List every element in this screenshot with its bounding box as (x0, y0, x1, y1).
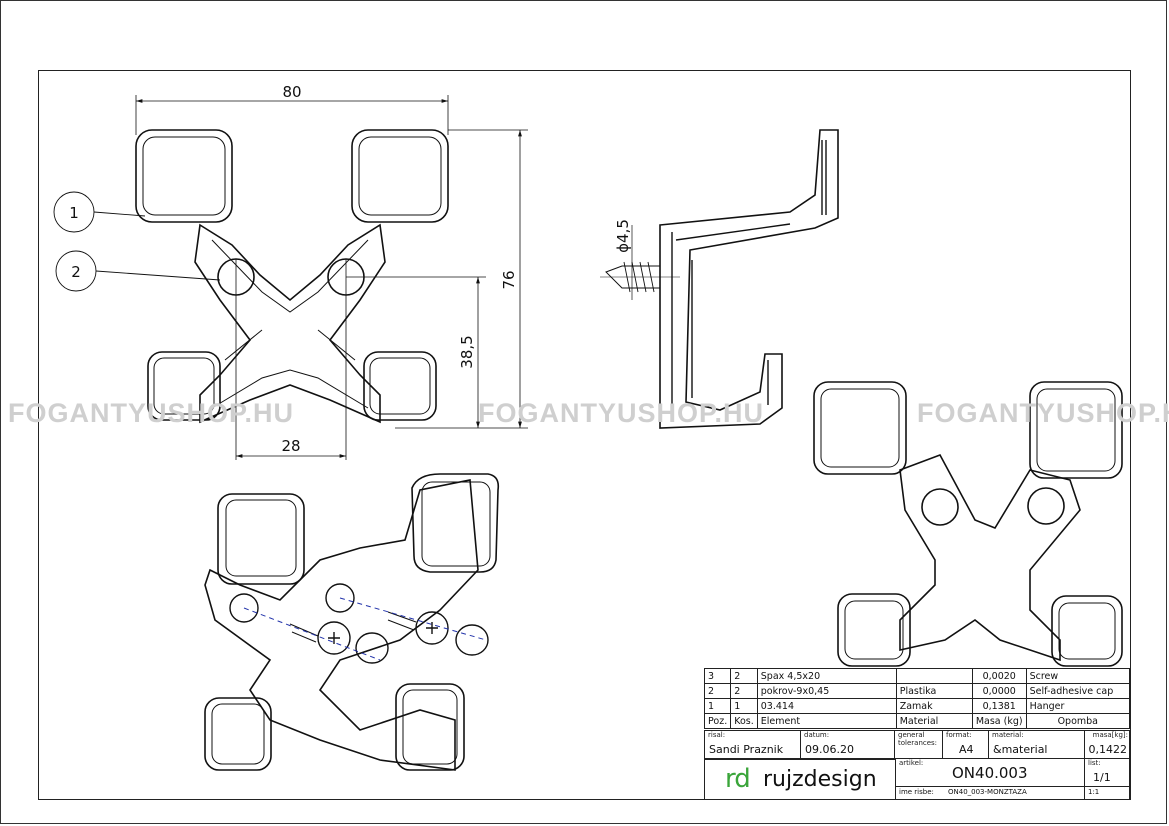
bom-row: 3 2 Spax 4,5x20 0,0020 Screw (703, 668, 1131, 684)
watermark-right: FOGANTYUSHOP.HU (917, 398, 1169, 428)
dimension-80 (135, 95, 449, 135)
material-cell: material: &material (989, 731, 1085, 759)
bom-element: 03.414 (756, 698, 897, 714)
masa-label: masa[kg]: (1092, 731, 1128, 739)
bom-note: Self-adhesive cap (1025, 683, 1131, 699)
isometric-exploded-view (204, 473, 500, 771)
bom-header-mass: Masa (kg) (971, 713, 1027, 729)
dimension-76 (395, 129, 528, 429)
datum-label: datum: (804, 731, 830, 739)
ime-label: ime risbe: (899, 788, 934, 796)
watermark-center: FOGANTYUSHOP.HU (478, 398, 765, 428)
bom-element: pokrov-9x0,45 (756, 683, 897, 699)
bill-of-materials: 3 2 Spax 4,5x20 0,0020 Screw 2 2 pokrov-… (703, 668, 1131, 729)
format-cell: format: A4 (943, 731, 989, 759)
list-value: 1/1 (1093, 771, 1111, 784)
balloon-1-label: 1 (69, 204, 79, 222)
bom-header-row: Poz. Kos. Element Material Masa (kg) Opo… (703, 713, 1131, 729)
material-label: material: (992, 731, 1024, 739)
logo-mark: rd (725, 764, 751, 794)
bom-material: Plastika (895, 683, 973, 699)
artikel-cell: artikel: ON40.003 (895, 759, 1085, 787)
watermark-left: FOGANTYUSHOP.HU (8, 398, 295, 428)
ime-value: ON40_003-MONZTAZA (948, 788, 1027, 796)
scale-value: 1:1 (1088, 788, 1100, 796)
bom-qty: 2 (730, 668, 758, 684)
bom-mass: 0,0020 (971, 668, 1027, 684)
dimension-80-label: 80 (282, 83, 301, 101)
dimension-28-label: 28 (281, 437, 300, 455)
bom-header-pos: Poz. (703, 713, 732, 729)
list-label: list: (1088, 759, 1101, 767)
format-value: A4 (959, 743, 974, 756)
datum-value: 09.06.20 (805, 743, 854, 756)
bom-qty: 2 (730, 683, 758, 699)
bom-header-qty: Kos. (730, 713, 758, 729)
bom-pos: 2 (703, 683, 732, 699)
masa-cell: masa[kg]: 0,1422 (1085, 731, 1131, 759)
logo-text: rujzdesign (763, 767, 877, 792)
bom-mass: 0,1381 (971, 698, 1027, 714)
balloon-1 (53, 191, 146, 233)
risal-cell: risal: Sandi Praznik (705, 731, 801, 759)
datum-cell: datum: 09.06.20 (801, 731, 895, 759)
isometric-assembled-view (813, 381, 1123, 667)
bom-pos: 1 (703, 698, 732, 714)
bom-note: Screw (1025, 668, 1131, 684)
bom-note: Hanger (1025, 698, 1131, 714)
bom-header-material: Material (895, 713, 973, 729)
masa-value: 0,1422 (1088, 743, 1128, 756)
bom-material: Zamak (895, 698, 973, 714)
dimension-76-label: 76 (500, 270, 518, 289)
ime-cell: ime risbe: ON40_003-MONZTAZA (895, 787, 1085, 800)
front-view (135, 129, 449, 460)
bom-pos: 3 (703, 668, 732, 684)
bom-header-element: Element (756, 713, 897, 729)
risal-label: risal: (708, 731, 726, 739)
bom-material (895, 668, 973, 684)
assembly-axis-lines (243, 597, 487, 661)
risal-value: Sandi Praznik (709, 743, 784, 756)
scale-cell: 1:1 (1085, 787, 1131, 800)
artikel-label: artikel: (899, 759, 924, 767)
balloon-2 (55, 250, 221, 292)
dimension-38-5 (346, 276, 486, 428)
dimension-38-5-label: 38,5 (458, 335, 476, 368)
tolerances-cell: general tolerances: (895, 731, 943, 759)
bom-mass: 0,0000 (971, 683, 1027, 699)
balloon-2-label: 2 (71, 263, 81, 281)
bom-qty: 1 (730, 698, 758, 714)
material-value: &material (993, 743, 1048, 756)
format-label: format: (946, 731, 972, 739)
screw-diameter-label: ϕ4,5 (614, 219, 632, 253)
company-logo: rd rujzdesign (705, 759, 895, 800)
drawing-frame (38, 70, 1131, 800)
bom-row: 1 1 03.414 Zamak 0,1381 Hanger (703, 698, 1131, 714)
tolerances-label: general tolerances: (898, 731, 938, 747)
list-cell: list: 1/1 (1085, 759, 1131, 787)
bom-element: Spax 4,5x20 (756, 668, 897, 684)
artikel-value: ON40.003 (952, 764, 1028, 782)
title-block: risal: Sandi Praznik datum: 09.06.20 gen… (704, 730, 1131, 800)
bom-header-note: Opomba (1025, 713, 1131, 729)
bom-row: 2 2 pokrov-9x0,45 Plastika 0,0000 Self-a… (703, 683, 1131, 699)
side-view (600, 129, 839, 429)
